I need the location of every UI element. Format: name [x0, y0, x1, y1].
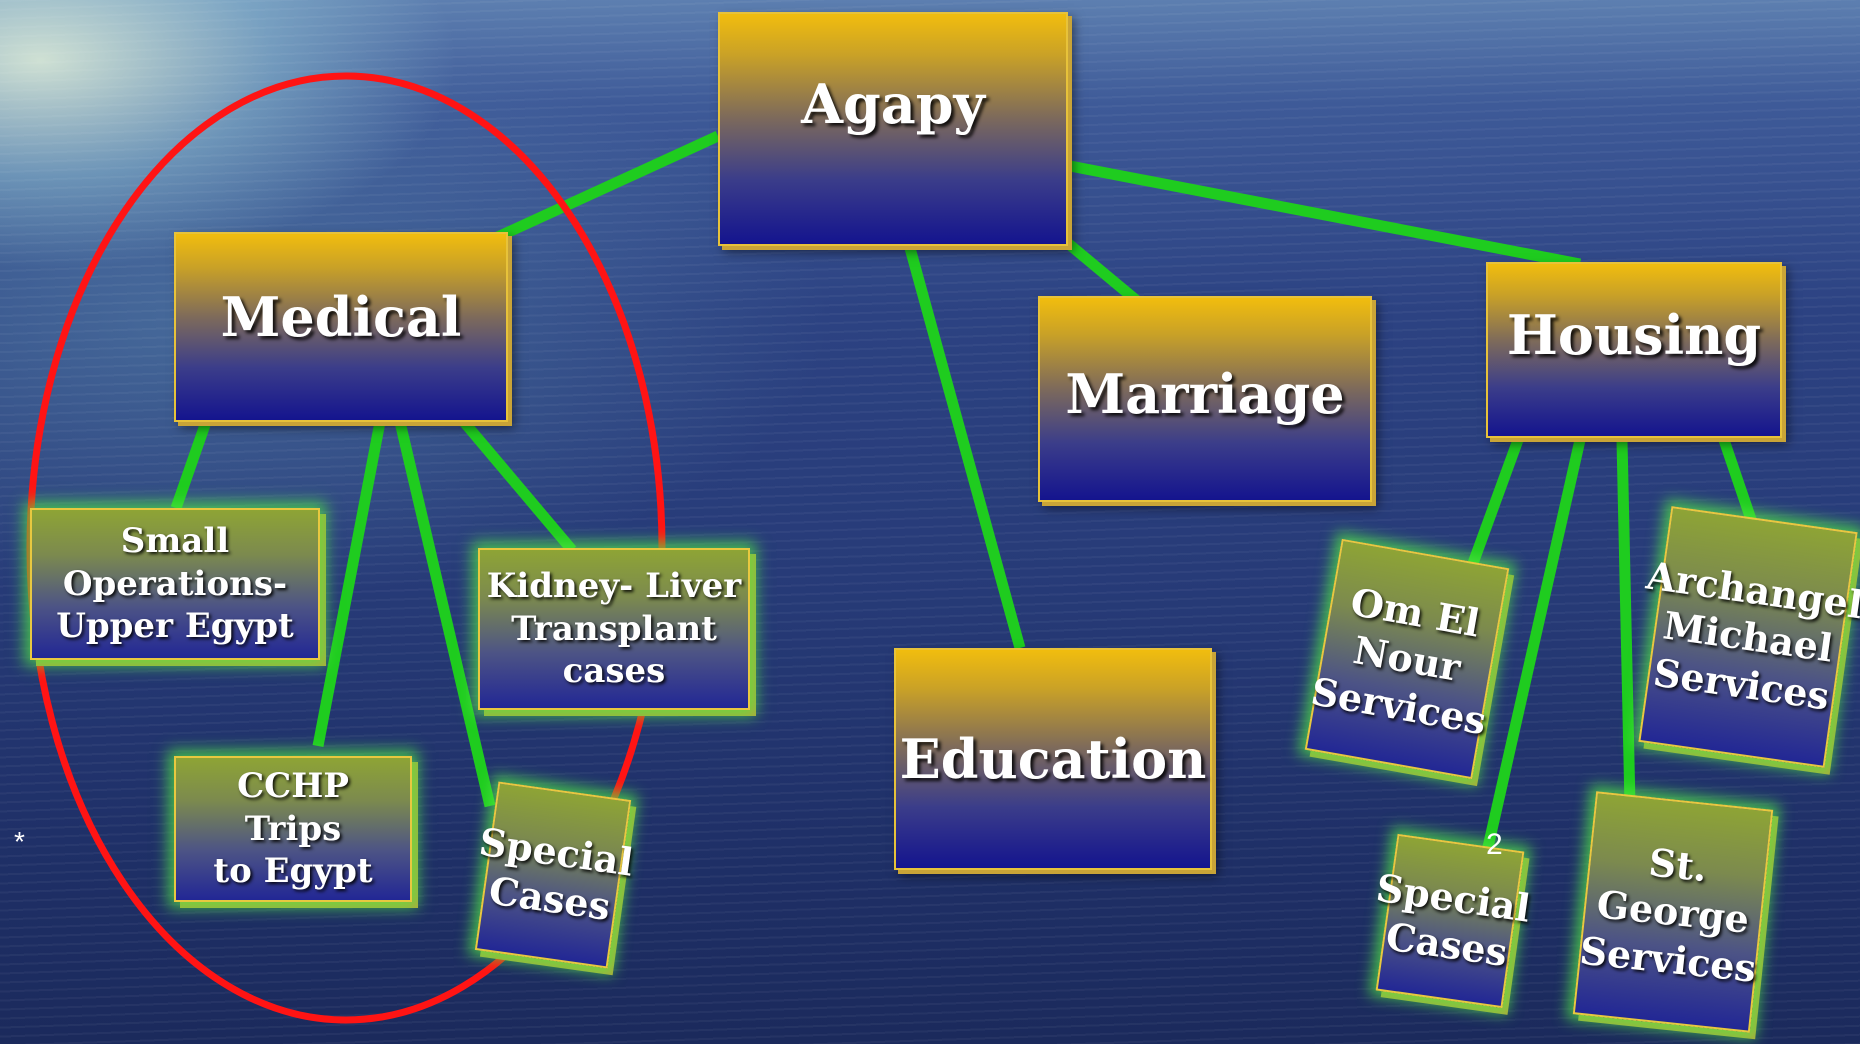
leaf-om-el-nour-label: Om El Nour Services: [1307, 578, 1490, 744]
leaf-medical-special-cases-label: Special Cases: [476, 818, 637, 930]
connector-agapy-education: [904, 246, 1026, 650]
leaf-small-operations: Small Operations- Upper Egypt: [30, 508, 320, 660]
leaf-st-george-label: St. George Services: [1577, 839, 1759, 991]
connector-medical-small-operations: [170, 420, 212, 510]
node-agapy: Agapy: [718, 12, 1068, 246]
leaf-small-operations-label: Small Operations- Upper Egypt: [56, 521, 294, 647]
connector-agapy-housing: [1068, 160, 1582, 270]
slide-marker: *: [14, 826, 25, 857]
connector-housing-special: [1480, 438, 1586, 858]
node-marriage-label: Marriage: [1065, 362, 1345, 426]
connector-medical-special: [394, 420, 496, 808]
leaf-cchp-trips: CCHP Trips to Egypt: [174, 756, 412, 902]
leaf-archangel-michael-label: Archangel Michael Services: [1643, 552, 1860, 719]
node-marriage: Marriage: [1038, 296, 1372, 502]
node-education-label: Education: [899, 727, 1207, 791]
leaf-medical-special-cases: Special Cases: [474, 781, 636, 969]
node-agapy-label: Agapy: [801, 72, 985, 136]
leaf-cchp-trips-label: CCHP Trips to Egypt: [213, 766, 373, 892]
node-medical: Medical: [174, 232, 508, 422]
leaf-archangel-michael: Archangel Michael Services: [1638, 506, 1860, 768]
node-housing-label: Housing: [1506, 303, 1762, 367]
connector-housing-om-el-nour: [1466, 438, 1524, 568]
leaf-kidney-liver: Kidney- Liver Transplant cases: [478, 548, 750, 710]
connector-medical-cchp: [312, 420, 386, 748]
connector-housing-st-george: [1616, 439, 1636, 807]
page-number: 2: [1486, 828, 1503, 861]
leaf-st-george: St. George Services: [1572, 791, 1774, 1033]
connector-agapy-medical: [475, 131, 721, 251]
node-housing: Housing: [1486, 262, 1782, 438]
leaf-kidney-liver-label: Kidney- Liver Transplant cases: [486, 566, 742, 692]
leaf-housing-special-cases-label: Special Cases: [1373, 864, 1534, 976]
connector-medical-kidney: [459, 418, 577, 554]
node-medical-label: Medical: [220, 285, 462, 349]
leaf-om-el-nour: Om El Nour Services: [1304, 538, 1510, 780]
node-education: Education: [894, 648, 1212, 870]
